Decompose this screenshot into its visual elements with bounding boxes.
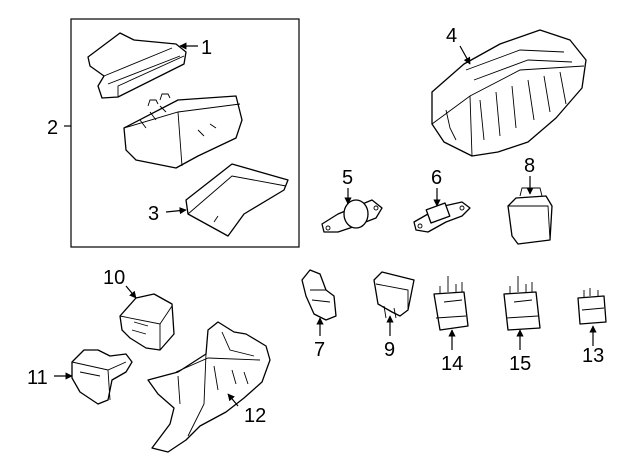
part-5-fuse[interactable] xyxy=(321,199,383,233)
part-12-bracket[interactable] xyxy=(147,321,271,453)
part-9-mini-relay[interactable] xyxy=(373,271,415,319)
part-4-body-control-module[interactable] xyxy=(431,29,587,157)
fuse-box-group-frame xyxy=(70,18,300,248)
part-11-connector[interactable] xyxy=(71,349,133,405)
callout-4: 4 xyxy=(446,25,457,47)
callout-15: 15 xyxy=(509,353,531,375)
callout-9: 9 xyxy=(384,339,395,361)
part-8-cartridge-fuse[interactable] xyxy=(507,187,553,245)
part-2-junction-block[interactable] xyxy=(123,93,243,169)
part-7-connector[interactable] xyxy=(301,269,337,321)
callout-12: 12 xyxy=(244,405,266,427)
part-3-bottom-cover[interactable] xyxy=(185,163,289,237)
part-14-relay[interactable] xyxy=(433,276,469,331)
part-10-connector-housing[interactable] xyxy=(119,293,175,351)
leader-lines xyxy=(54,42,597,407)
callout-11: 11 xyxy=(27,367,48,389)
part-6-fuse-link[interactable] xyxy=(413,201,471,233)
part-1-cover[interactable] xyxy=(87,32,187,99)
callout-1: 1 xyxy=(201,37,212,59)
callout-3: 3 xyxy=(148,203,159,225)
callout-8: 8 xyxy=(524,155,535,177)
part-13-micro-relay[interactable] xyxy=(577,288,607,325)
callout-13: 13 xyxy=(582,345,604,367)
part-15-relay[interactable] xyxy=(503,276,541,331)
callout-14: 14 xyxy=(441,353,463,375)
callout-10: 10 xyxy=(103,267,125,289)
callout-2: 2 xyxy=(47,117,58,139)
callout-5: 5 xyxy=(342,167,353,189)
callout-6: 6 xyxy=(431,167,442,189)
callout-7: 7 xyxy=(314,339,325,361)
